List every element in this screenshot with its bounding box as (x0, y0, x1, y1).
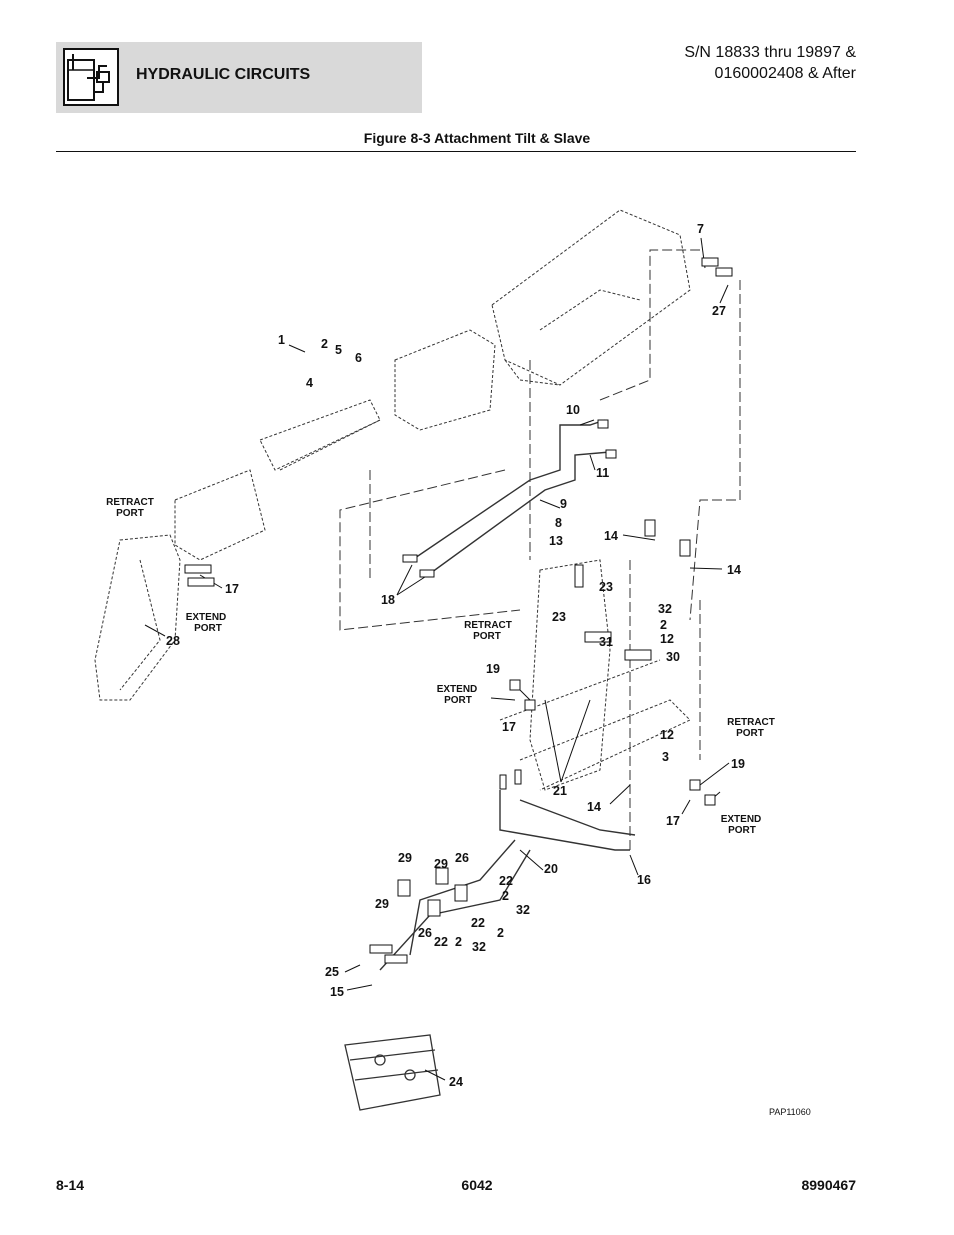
callout-21: 21 (553, 784, 567, 798)
callout-20: 20 (544, 862, 558, 876)
callout-23: 23 (552, 610, 566, 624)
fittings (184, 257, 733, 964)
figure-code: PAP11060 (769, 1107, 811, 1117)
callout-17: 17 (666, 814, 680, 828)
part-number: 8990467 (801, 1177, 856, 1193)
callout-22: 22 (499, 874, 513, 888)
callout-2: 2 (455, 935, 462, 949)
header-rule (56, 151, 856, 152)
page-number: 8-14 (56, 1177, 85, 1193)
callout-5: 5 (335, 343, 342, 357)
callout-29: 29 (398, 851, 412, 865)
retract-port-label-left: PORT (116, 508, 144, 519)
callout-30: 30 (666, 650, 680, 664)
retract-port-label-right: RETRACT (727, 717, 775, 728)
callout-27: 27 (712, 304, 726, 318)
callout-14: 14 (727, 563, 741, 577)
extend-port-label-right: PORT (728, 825, 756, 836)
serial-line-1: S/N 18833 thru 19897 & (684, 44, 856, 61)
callout-1: 1 (278, 333, 285, 347)
callout-19: 19 (486, 662, 500, 676)
extend-port-label-center: EXTEND (437, 684, 478, 695)
callout-23: 23 (599, 580, 613, 594)
callout-28: 28 (166, 634, 180, 648)
serial-range: S/N 18833 thru 19897 & 0160002408 & Afte… (684, 42, 856, 84)
callout-10: 10 (566, 403, 580, 417)
model-number: 6042 (461, 1177, 493, 1193)
callout-9: 9 (560, 497, 567, 511)
callout-32: 32 (472, 940, 486, 954)
callout-26: 26 (455, 851, 469, 865)
callout-12: 12 (660, 632, 674, 646)
callout-19: 19 (731, 757, 745, 771)
callout-25: 25 (325, 965, 339, 979)
section-title: HYDRAULIC CIRCUITS (136, 66, 311, 83)
callout-4: 4 (306, 376, 313, 390)
callout-18: 18 (381, 593, 395, 607)
leader-lines (144, 237, 730, 1081)
slave-cylinder (259, 329, 496, 471)
callout-32: 32 (658, 602, 672, 616)
callout-7: 7 (697, 222, 704, 236)
retract-port-label-center: PORT (473, 631, 501, 642)
hose-routes (339, 249, 741, 850)
retract-port-label-left: RETRACT (106, 497, 154, 508)
callout-26: 26 (418, 926, 432, 940)
serial-line-2: 0160002408 & After (714, 65, 856, 82)
control-valve (344, 1034, 441, 1111)
callout-labels: 1 2 5 6 4 7 27 10 11 9 8 13 18 14 14 17 … (166, 222, 745, 1089)
callout-32: 32 (516, 903, 530, 917)
callout-24: 24 (449, 1075, 463, 1089)
callout-14: 14 (604, 529, 618, 543)
callout-2: 2 (502, 889, 509, 903)
callout-2: 2 (497, 926, 504, 940)
boom-head (491, 209, 691, 386)
retract-port-label-center: RETRACT (464, 620, 512, 631)
figure-title: Figure 8-3 Attachment Tilt & Slave (363, 130, 591, 146)
callout-29: 29 (375, 897, 389, 911)
callout-2: 2 (660, 618, 667, 632)
callout-31: 31 (599, 635, 613, 649)
left-arm (94, 534, 181, 701)
extend-port-label-left: PORT (194, 623, 222, 634)
callout-6: 6 (355, 351, 362, 365)
callout-8: 8 (555, 516, 562, 530)
callout-12: 12 (660, 728, 674, 742)
hydraulic-reservoir-icon (63, 48, 119, 106)
callout-17: 17 (225, 582, 239, 596)
callout-29: 29 (434, 857, 448, 871)
extend-port-label-right: EXTEND (721, 814, 762, 825)
extend-port-label-left: EXTEND (186, 612, 227, 623)
callout-14: 14 (587, 800, 601, 814)
callout-15: 15 (330, 985, 344, 999)
callout-22: 22 (434, 935, 448, 949)
callout-3: 3 (662, 750, 669, 764)
callout-22: 22 (471, 916, 485, 930)
port-labels: RETRACT PORT EXTEND PORT RETRACT PORT EX… (106, 497, 775, 836)
callout-13: 13 (549, 534, 563, 548)
callout-16: 16 (637, 873, 651, 887)
extend-port-label-center: PORT (444, 695, 472, 706)
callout-2: 2 (321, 337, 328, 351)
tilt-cylinder-left (174, 469, 266, 561)
carriage-frame (499, 559, 691, 791)
callout-17: 17 (502, 720, 516, 734)
callout-11: 11 (596, 466, 609, 480)
tube-assemblies (379, 419, 636, 971)
retract-port-label-right: PORT (736, 728, 764, 739)
